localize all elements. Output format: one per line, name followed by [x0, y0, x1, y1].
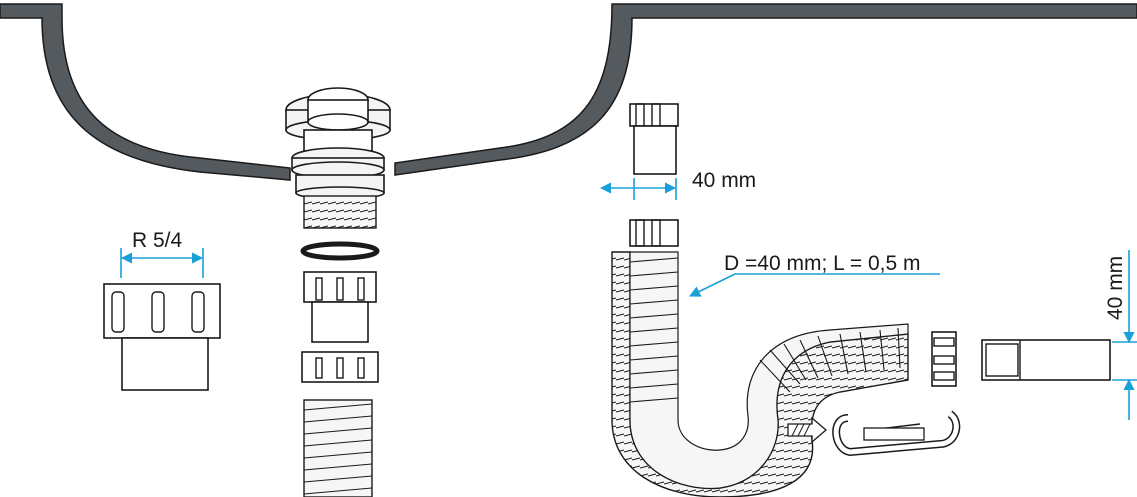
r54-adapter [103, 283, 221, 391]
thread-size-label: R 5/4 [132, 229, 183, 252]
width-label: 40 mm [692, 169, 756, 192]
hose-spec-label: D =40 mm; L = 0,5 m [724, 252, 920, 275]
drain-valve [285, 87, 391, 229]
end-connector [981, 339, 1111, 381]
siphon-hose [611, 219, 909, 497]
hatched-arrow-icon [787, 416, 827, 444]
o-ring [300, 241, 380, 261]
hose-clip [832, 410, 961, 457]
corrugated-pipe-left [303, 399, 373, 497]
hose-leader [688, 273, 736, 297]
height-label: 40 mm [1104, 256, 1127, 320]
threaded-adapter [301, 271, 379, 383]
sink-basin [0, 3, 1137, 181]
hose-nut [931, 331, 957, 387]
top-connector [629, 103, 679, 175]
